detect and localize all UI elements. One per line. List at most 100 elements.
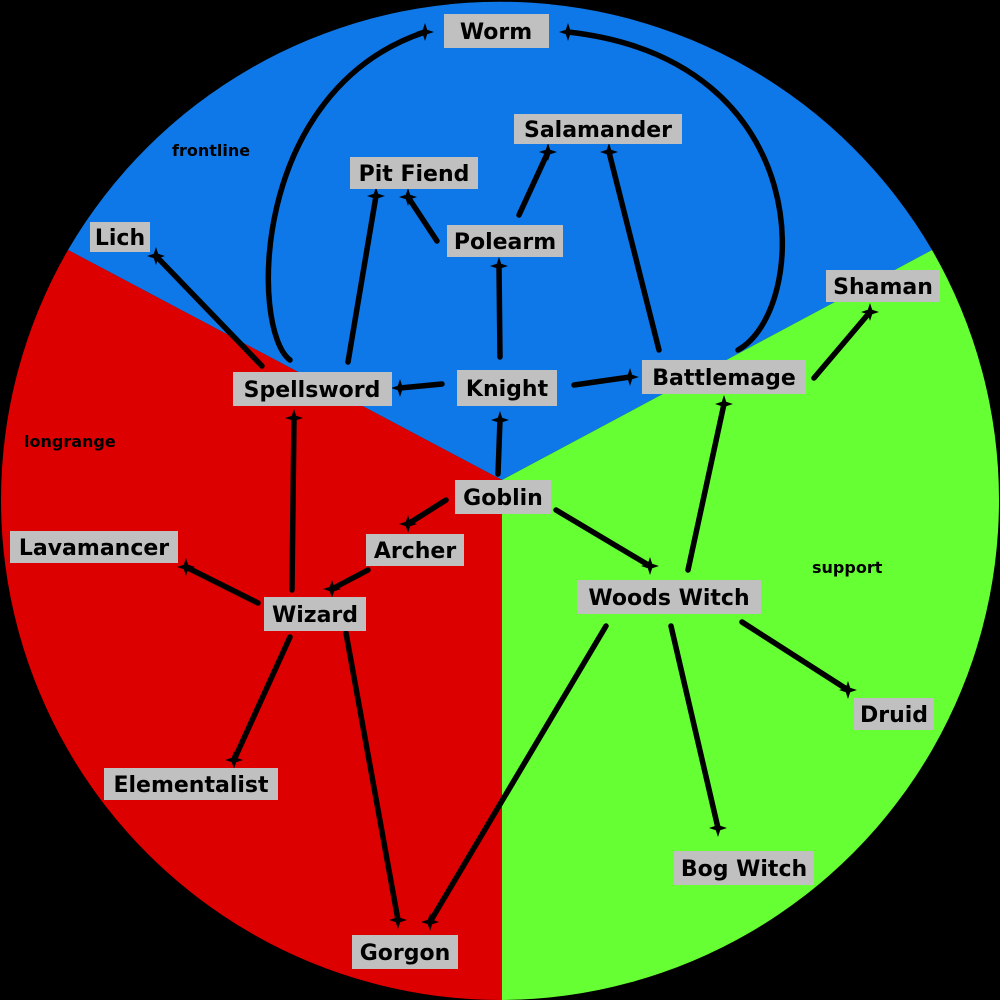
edge-line [343, 630, 401, 923]
node-label-lavamancer: Lavamancer [19, 536, 169, 561]
node-bog-witch[interactable]: Bog Witch [674, 851, 814, 885]
edge-woods-witch-to-battlemage [685, 395, 733, 573]
node-shaman[interactable]: Shaman [826, 270, 940, 302]
node-label-shaman: Shaman [833, 275, 933, 300]
edge-line [231, 634, 293, 763]
node-label-worm: Worm [460, 20, 532, 45]
edge-arrowhead [861, 303, 879, 321]
edge-wizard-to-gorgon [343, 630, 407, 929]
edge-woods-witch-to-bog-witch [668, 623, 727, 837]
node-battlemage[interactable]: Battlemage [642, 360, 806, 394]
node-label-polearm: Polearm [454, 230, 556, 255]
edge-arrowhead [389, 911, 407, 929]
node-woods-witch[interactable]: Woods Witch [577, 580, 761, 614]
edge-battlemage-to-salamander [600, 143, 662, 353]
edge-wizard-to-elementalist [225, 634, 293, 769]
edge-spellsword-to-worm [265, 23, 434, 363]
node-goblin[interactable]: Goblin [455, 480, 551, 514]
region-label-longrange: longrange [24, 432, 116, 451]
node-label-woods-witch: Woods Witch [588, 586, 749, 611]
node-polearm[interactable]: Polearm [447, 225, 563, 257]
edge-arrowhead [559, 23, 577, 41]
node-elementalist[interactable]: Elementalist [104, 768, 278, 800]
edge-line [811, 309, 873, 381]
edge-spellsword-to-pit-fiend [345, 187, 385, 365]
edge-arrowhead [416, 23, 434, 41]
node-lavamancer[interactable]: Lavamancer [10, 531, 178, 563]
edge-wizard-to-lavamancer [177, 558, 261, 606]
edge-line [405, 497, 449, 527]
edge-arrowhead [491, 411, 509, 429]
edge-line [553, 507, 653, 569]
edge-line [668, 623, 721, 831]
edge-line [739, 619, 851, 693]
node-knight[interactable]: Knight [457, 370, 557, 406]
edge-knight-to-spellsword [391, 379, 445, 397]
edge-line [685, 401, 727, 573]
edge-goblin-to-archer [399, 497, 449, 533]
node-label-goblin: Goblin [463, 486, 543, 511]
node-salamander[interactable]: Salamander [514, 114, 682, 144]
edges-layer [147, 23, 879, 931]
node-spellsword[interactable]: Spellsword [233, 372, 392, 406]
node-label-druid: Druid [860, 703, 928, 728]
edge-line [405, 194, 440, 244]
edge-line [496, 263, 503, 360]
nodes-layer: Worm Salamander Pit Fiend Polearm Lich S… [10, 14, 940, 969]
edge-woods-witch-to-druid [739, 619, 857, 699]
node-label-wizard: Wizard [272, 603, 358, 628]
edge-line [265, 29, 428, 363]
region-label-frontline: frontline [172, 141, 250, 160]
edge-polearm-to-salamander [516, 143, 557, 218]
edge-line [397, 381, 445, 391]
edge-line [565, 29, 786, 353]
node-label-bog-witch: Bog Witch [681, 857, 807, 882]
edge-line [571, 374, 633, 388]
node-label-spellsword: Spellsword [244, 378, 381, 403]
edge-arrowhead [367, 187, 385, 205]
edge-goblin-to-woods-witch [553, 507, 659, 575]
edge-arrowhead [399, 515, 417, 533]
node-pit-fiend[interactable]: Pit Fiend [350, 157, 478, 189]
edge-arrowhead [177, 558, 195, 576]
edge-arrowhead [285, 409, 303, 427]
node-worm[interactable]: Worm [444, 14, 549, 48]
edge-battlemage-to-shaman [811, 303, 879, 381]
edge-arrowhead [490, 257, 508, 275]
edge-arrowhead [391, 379, 409, 397]
node-label-gorgon: Gorgon [360, 941, 451, 966]
edge-line [153, 253, 265, 369]
node-label-salamander: Salamander [524, 118, 672, 143]
edge-line [495, 417, 503, 477]
edge-polearm-to-pit-fiend [399, 188, 440, 244]
edge-line [183, 564, 261, 606]
node-gorgon[interactable]: Gorgon [352, 935, 458, 969]
edge-arrowhead [621, 368, 639, 386]
edge-line [345, 193, 379, 365]
edge-arrowhead [399, 188, 417, 206]
edge-arrowhead [147, 247, 165, 265]
edge-line [427, 623, 609, 925]
node-archer[interactable]: Archer [366, 534, 464, 566]
edge-arrowhead [323, 580, 341, 598]
node-druid[interactable]: Druid [854, 698, 934, 730]
edge-arrowhead [600, 143, 618, 161]
edge-arrowhead [839, 681, 857, 699]
edge-line [606, 149, 662, 353]
node-wizard[interactable]: Wizard [264, 597, 366, 631]
node-lich[interactable]: Lich [90, 222, 150, 252]
edge-line [516, 149, 551, 218]
edge-knight-to-battlemage [571, 368, 639, 388]
edge-arrowhead [225, 751, 243, 769]
edge-wizard-to-spellsword [285, 409, 303, 593]
node-label-knight: Knight [466, 377, 549, 402]
node-label-pit-fiend: Pit Fiend [359, 162, 470, 187]
edge-arrowhead [421, 913, 439, 931]
edge-knight-to-polearm [490, 257, 508, 360]
edge-spellsword-to-lich [147, 247, 265, 369]
edge-arrowhead [715, 395, 733, 413]
edge-line [329, 567, 371, 592]
node-label-battlemage: Battlemage [652, 366, 796, 391]
node-label-elementalist: Elementalist [113, 773, 269, 798]
